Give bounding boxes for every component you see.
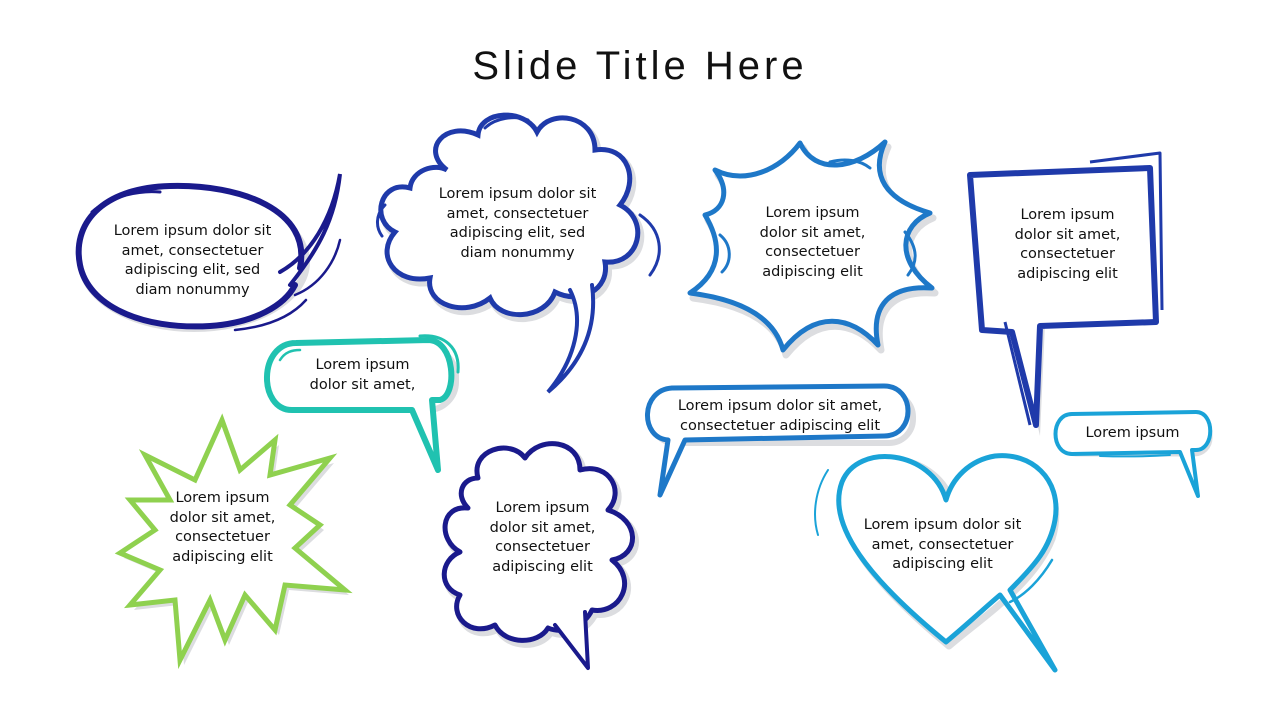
slide-title: Slide Title Here [472,44,808,88]
wide-rounded-bubble-shape [645,383,916,498]
small-rounded-bubble-shape [1053,410,1213,498]
bubble-text-burst-blue: Lorem ipsum dolor sit amet, consectetuer… [759,205,866,280]
bubble-text-square-speech: Lorem ipsum dolor sit amet, consectetuer… [1014,207,1121,282]
rounded-teal-bubble-shape [264,334,460,473]
bubble-text-cloud-bottom: Lorem ipsum dolor sit amet, consectetuer… [489,500,596,575]
cloud-top-bubble-shape [376,112,661,394]
cloud-bottom-bubble-shape [441,441,639,670]
bubble-text-small-rounded: Lorem ipsum [1085,425,1180,441]
bubble-text-rounded-teal: Lorem ipsum dolor sit amet, [309,357,416,393]
heart-speech-bubble-shape [814,453,1060,673]
starburst-green-bubble-shape [114,413,353,670]
bubble-text-starburst-green: Lorem ipsum dolor sit amet, consectetuer… [169,490,276,565]
bubble-text-oval-speech: Lorem ipsum dolor sit amet, consectetuer… [113,223,272,298]
burst-blue-bubble-shape [687,139,939,359]
square-speech-bubble-shape [967,151,1164,436]
bubble-text-heart-speech: Lorem ipsum dolor sit amet, consectetuer… [863,517,1022,572]
oval-speech-bubble-shape [75,173,342,332]
bubble-text-cloud-top: Lorem ipsum dolor sit amet, consectetuer… [438,186,597,261]
bubble-text-wide-rounded: Lorem ipsum dolor sit amet, consectetuer… [677,398,883,434]
